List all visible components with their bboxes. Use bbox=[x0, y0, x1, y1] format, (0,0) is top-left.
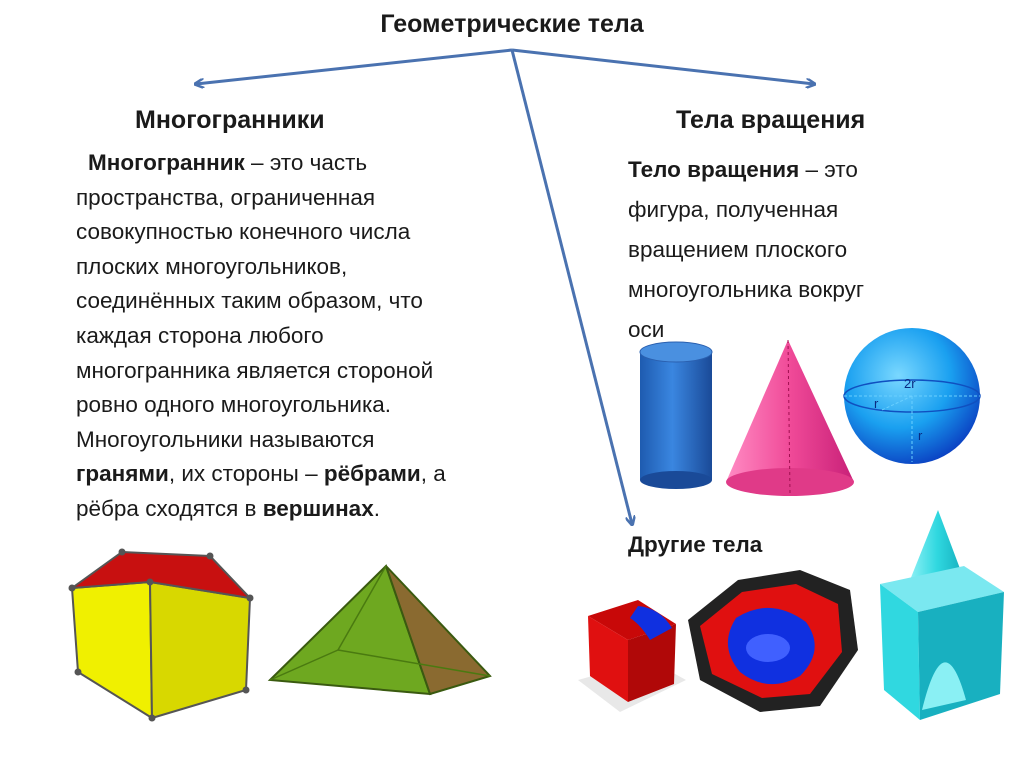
arrow-to-polyhedra bbox=[196, 48, 513, 84]
term-rotation-body: Тело вращения bbox=[628, 157, 800, 182]
def-fragment: , их стороны – bbox=[168, 461, 324, 487]
cone bbox=[726, 339, 854, 496]
other-bodies-heading: Другие тела bbox=[628, 532, 763, 557]
def-line: Тело вращения – это bbox=[628, 150, 1008, 190]
def-line: – это часть bbox=[244, 150, 368, 175]
def-line: соединённых таким образом, что bbox=[76, 288, 423, 314]
cube-with-cone bbox=[880, 510, 1004, 720]
term-faces: гранями bbox=[76, 461, 169, 487]
sphere: 2r r r bbox=[843, 328, 981, 464]
term-edges: рёбрами bbox=[323, 461, 421, 487]
def-line: каждая сторона любого bbox=[76, 322, 324, 348]
def-fragment: рёбра сходятся в bbox=[76, 495, 263, 521]
def-fragment: , а bbox=[420, 461, 446, 487]
carved-cube bbox=[578, 600, 686, 712]
polyhedra-definition: Многогранник – это часть пространства, о… bbox=[76, 146, 546, 527]
arrow-to-other bbox=[510, 49, 632, 524]
def-line: фигура, полученная bbox=[628, 197, 839, 222]
def-line: гранями, их стороны – рёбрами, а bbox=[76, 457, 546, 492]
pyramid bbox=[267, 564, 492, 696]
def-fragment: . bbox=[373, 495, 380, 521]
sphere-label-r-horizontal: r bbox=[874, 396, 879, 411]
rotation-definition: Тело вращения – это фигура, полученная в… bbox=[628, 150, 1008, 350]
diagram-title: Геометрические тела bbox=[380, 10, 644, 38]
cylinder bbox=[639, 341, 713, 489]
term-vertices: вершинах bbox=[262, 495, 374, 521]
def-line: многогранника является стороной bbox=[76, 357, 434, 383]
def-line: оси bbox=[628, 317, 665, 342]
def-line: рёбра сходятся в вершинах. bbox=[76, 492, 546, 527]
rotation-heading: Тела вращения bbox=[676, 106, 866, 134]
def-line: пространства, ограниченная bbox=[76, 184, 376, 210]
arrow-to-rotation bbox=[511, 48, 814, 84]
puzzle-solid bbox=[688, 570, 858, 712]
term-polyhedron: Многогранник bbox=[88, 150, 245, 175]
def-line: совокупностью конечного числа bbox=[76, 219, 411, 245]
sphere-label-r-vertical: r bbox=[918, 428, 923, 443]
def-line: вращением плоского bbox=[628, 237, 848, 262]
def-line: Многоугольники называются bbox=[76, 426, 375, 452]
def-line: ровно одного многоугольника. bbox=[76, 392, 392, 418]
def-line: многоугольника вокруг bbox=[628, 277, 865, 302]
sphere-label-2r: 2r bbox=[904, 376, 916, 391]
polyhedra-heading: Многогранники bbox=[135, 106, 325, 134]
pentagonal-prism bbox=[68, 548, 254, 722]
def-line: плоских многоугольников, bbox=[76, 253, 348, 279]
def-fragment: – это bbox=[799, 157, 858, 182]
